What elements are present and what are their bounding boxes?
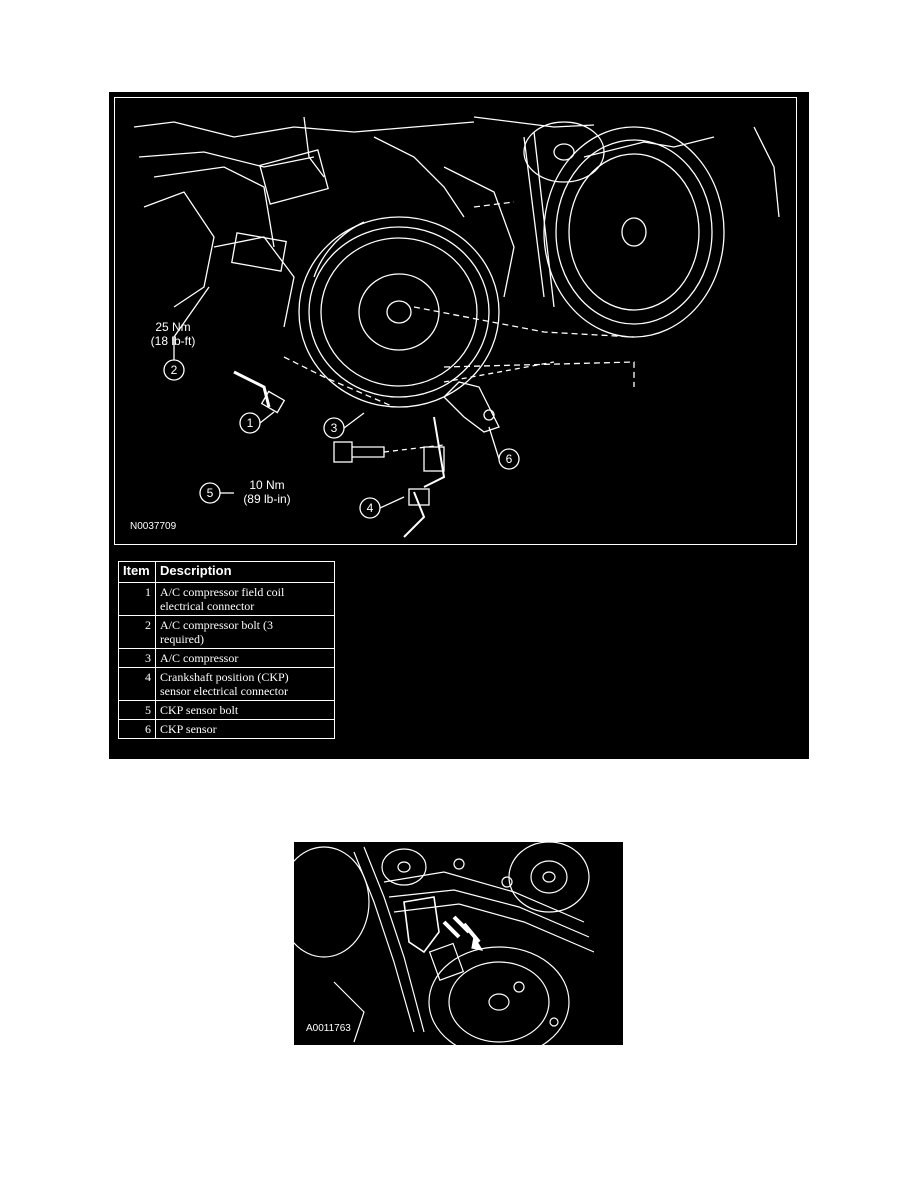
row-description-line: sensor electrical connector: [160, 684, 288, 698]
table-row: 5 CKP sensor bolt: [118, 700, 335, 720]
callout-4: 4: [366, 501, 374, 515]
figure-1: 25 Nm (18 lb-ft) 10 Nm (89 lb-in) 2 1 3 …: [109, 92, 809, 759]
figure-1-frame: [114, 97, 797, 545]
row-description: CKP sensor: [155, 719, 335, 739]
belt-tensioner-illustration: [294, 842, 595, 1045]
callout-1: 1: [246, 416, 254, 430]
torque-10-nm: 10 Nm: [249, 478, 285, 492]
header-item: Item: [118, 561, 156, 583]
table-row: 2 A/C compressor bolt (3 required): [118, 615, 335, 649]
torque-89-lbin: (89 lb-in): [243, 492, 291, 506]
figure-2: A0011763: [294, 842, 623, 1045]
callout-5: 5: [206, 486, 214, 500]
callout-3: 3: [330, 421, 338, 435]
row-item: 3: [118, 648, 156, 668]
torque-18-lbft: (18 lb-ft): [150, 334, 196, 348]
row-description-line: A/C compressor field coil: [160, 585, 285, 599]
row-item: 1: [118, 582, 156, 616]
row-item: 5: [118, 700, 156, 720]
row-description-line: electrical connector: [160, 599, 255, 613]
figure-2-id: A0011763: [306, 1023, 351, 1034]
row-item: 6: [118, 719, 156, 739]
row-description: A/C compressor: [155, 648, 335, 668]
header-description: Description: [155, 561, 335, 583]
row-description-line: Crankshaft position (CKP): [160, 670, 289, 684]
table-row: 6 CKP sensor: [118, 719, 335, 739]
row-description-line: A/C compressor: [160, 651, 239, 665]
parts-table-header: Item Description: [118, 561, 335, 583]
row-description: CKP sensor bolt: [155, 700, 335, 720]
compressor-illustration: [133, 116, 780, 538]
row-description-line: A/C compressor bolt (3: [160, 618, 273, 632]
row-description: A/C compressor bolt (3 required): [155, 615, 335, 649]
row-description-line: CKP sensor bolt: [160, 703, 239, 717]
figure-1-id: N0037709: [130, 521, 177, 532]
callout-2: 2: [170, 363, 178, 377]
parts-table: Item Description 1 A/C compressor field …: [118, 561, 335, 739]
table-row: 3 A/C compressor: [118, 648, 335, 668]
row-description-line: required): [160, 632, 204, 646]
table-row: 4 Crankshaft position (CKP) sensor elect…: [118, 667, 335, 701]
callout-6: 6: [505, 452, 513, 466]
torque-25-nm: 25 Nm: [155, 320, 191, 334]
row-item: 2: [118, 615, 156, 649]
row-item: 4: [118, 667, 156, 701]
table-row: 1 A/C compressor field coil electrical c…: [118, 582, 335, 616]
callout-torque-10: 10 Nm (89 lb-in): [232, 478, 302, 506]
row-description: Crankshaft position (CKP) sensor electri…: [155, 667, 335, 701]
callout-torque-25: 25 Nm (18 lb-ft): [138, 320, 208, 348]
row-description: A/C compressor field coil electrical con…: [155, 582, 335, 616]
row-description-line: CKP sensor: [160, 722, 217, 736]
